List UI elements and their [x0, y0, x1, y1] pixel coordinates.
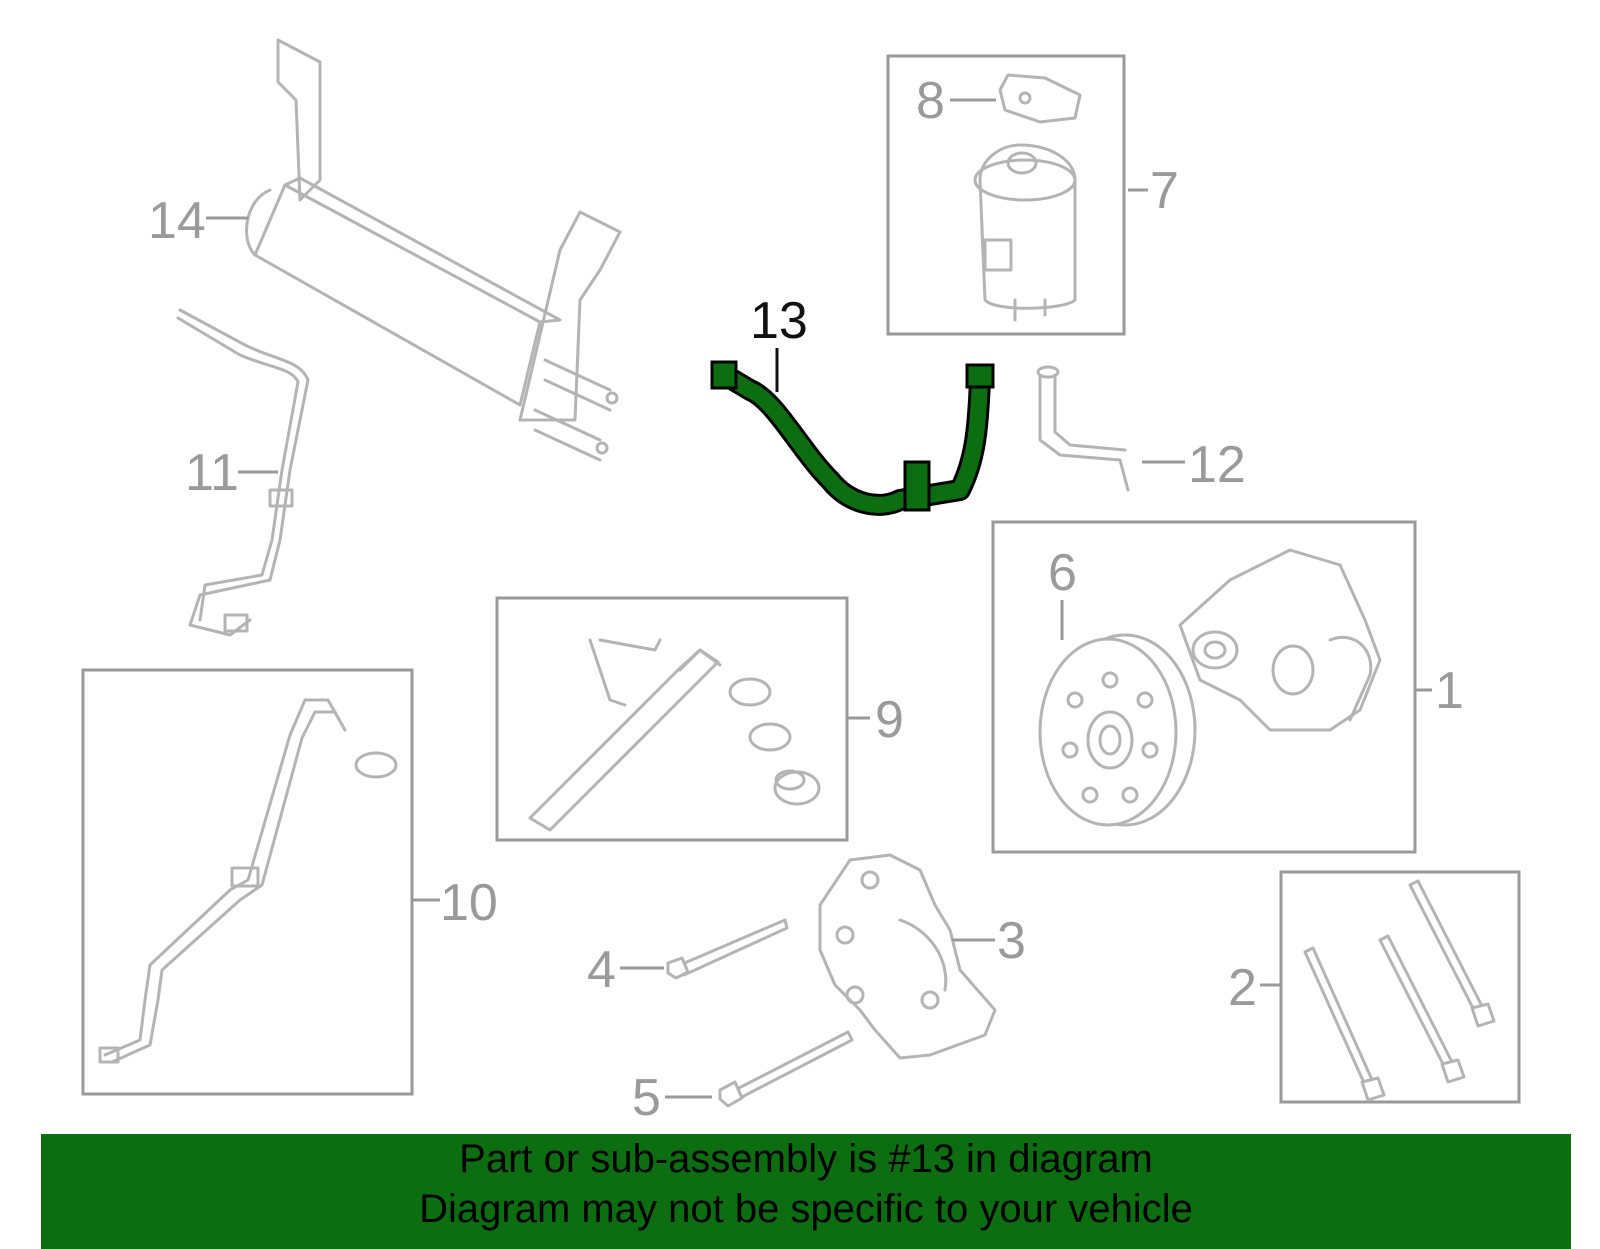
part-10-line	[98, 698, 398, 1064]
part-13-hose	[710, 360, 995, 516]
callout-8: 8	[916, 72, 945, 130]
callout-10: 10	[440, 874, 498, 932]
callout-11: 11	[185, 444, 239, 502]
leader-lines	[206, 98, 1432, 1099]
part-6-pulley	[1038, 633, 1197, 827]
part-8-cap	[998, 73, 1082, 124]
box-10	[81, 668, 414, 1096]
part-12-pipe	[1036, 365, 1130, 492]
callout-6: 6	[1048, 544, 1077, 602]
box-7	[886, 54, 1126, 336]
part-5-bolt	[718, 1030, 854, 1108]
callout-13: 13	[750, 292, 808, 350]
part-11-line	[176, 308, 310, 637]
callout-2: 2	[1228, 959, 1257, 1017]
part-14-cooler	[245, 38, 622, 462]
part-2-bolts	[1303, 879, 1496, 1102]
part-7-reservoir	[973, 143, 1077, 322]
banner-line-2: Diagram may not be specific to your vehi…	[419, 1187, 1193, 1231]
callout-1: 1	[1435, 662, 1464, 720]
banner-line-1: Part or sub-assembly is #13 in diagram	[459, 1137, 1153, 1181]
part-3-bracket	[818, 853, 997, 1060]
box-1	[991, 520, 1417, 854]
callout-4: 4	[587, 941, 616, 999]
part-1-pump	[1178, 548, 1382, 732]
info-banner: Part or sub-assembly is #13 in diagram D…	[41, 1134, 1571, 1249]
box-2	[1279, 870, 1521, 1104]
callout-3: 3	[997, 912, 1026, 970]
part-4-bolt	[666, 918, 789, 980]
callout-12: 12	[1188, 436, 1246, 494]
callout-7: 7	[1150, 162, 1179, 220]
callout-9: 9	[875, 691, 904, 749]
callout-labels: 1 2 3 4 5 6 7 8 9 10 11 12 13 14	[148, 72, 1464, 1127]
part-9-line-kit	[528, 638, 821, 832]
callout-5: 5	[632, 1069, 661, 1127]
callout-14: 14	[148, 192, 206, 250]
